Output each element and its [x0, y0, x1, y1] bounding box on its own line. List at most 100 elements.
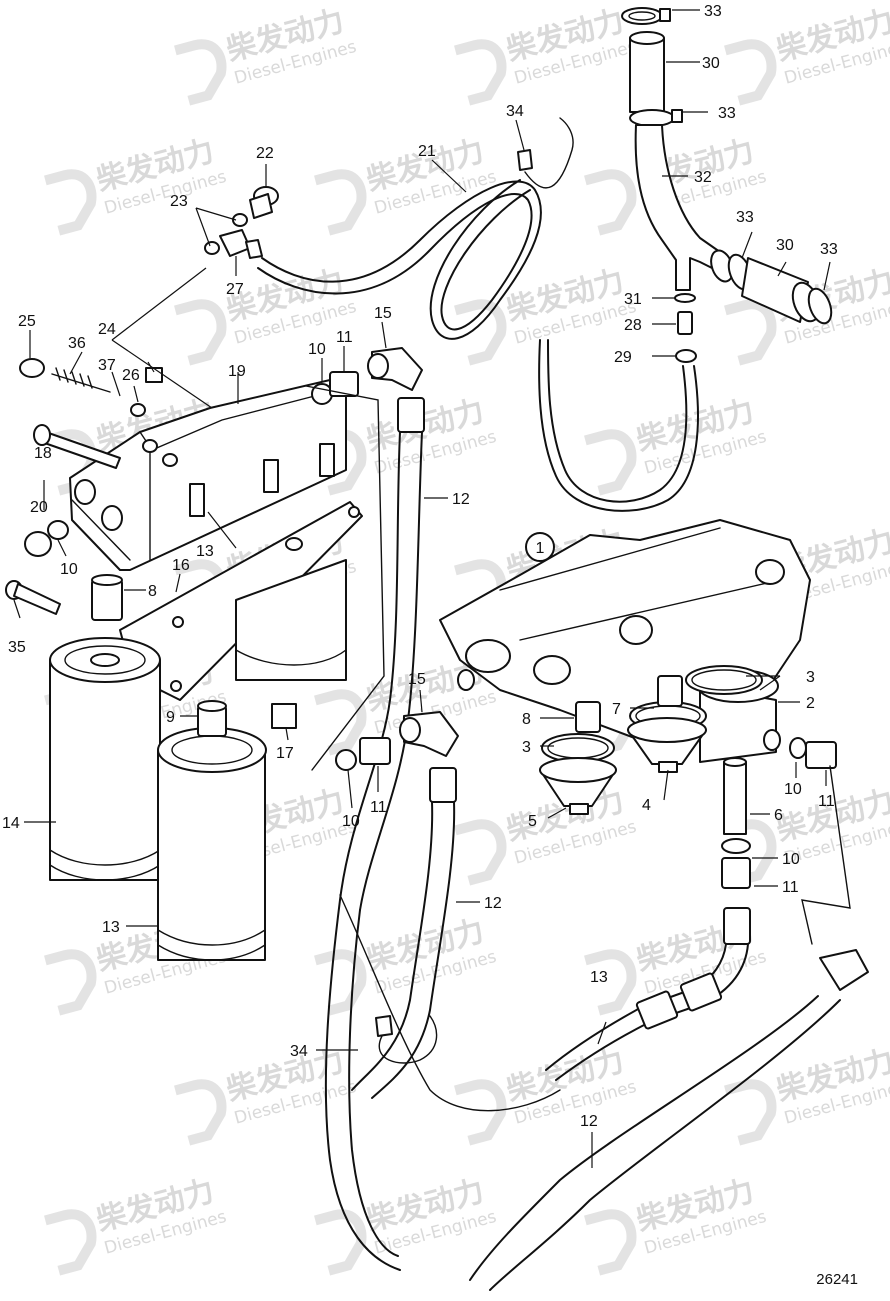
callout-16: 16 — [172, 557, 190, 574]
callout-34: 34 — [290, 1043, 308, 1060]
callout-labels: 1 33 30 33 32 33 30 33 31 28 29 34 21 22… — [2, 3, 838, 1130]
callout-14: 14 — [2, 815, 20, 832]
callout-31: 31 — [624, 291, 642, 308]
filter-14 — [49, 637, 161, 881]
filter-13-front — [157, 700, 267, 961]
callout-13: 13 — [196, 543, 214, 560]
group-marker-circle — [525, 532, 555, 562]
watermark-logo — [314, 689, 367, 756]
callout-8: 8 — [522, 711, 531, 728]
watermark-logo — [584, 949, 637, 1016]
callout-28: 28 — [624, 317, 642, 334]
callout-9: 9 — [166, 709, 175, 726]
callout-33: 33 — [736, 209, 754, 226]
leader-lines — [13, 9, 831, 1168]
callout-33: 33 — [718, 105, 736, 122]
callout-33: 33 — [820, 241, 838, 258]
callout-18: 18 — [34, 445, 52, 462]
watermark-logo — [174, 1079, 227, 1146]
callout-13: 13 — [590, 969, 608, 986]
watermark-logo — [314, 169, 367, 236]
callout-3: 3 — [522, 739, 531, 756]
callout-4: 4 — [642, 797, 651, 814]
callout-33: 33 — [704, 3, 722, 20]
callout-10: 10 — [342, 813, 360, 830]
callout-26: 26 — [122, 367, 140, 384]
callout-36: 36 — [68, 335, 86, 352]
watermark-logo — [314, 1209, 367, 1276]
callout-12: 12 — [580, 1113, 598, 1130]
callout-30: 30 — [776, 237, 794, 254]
watermark-logo — [454, 299, 507, 366]
callout-25: 25 — [18, 313, 36, 330]
callout-12: 12 — [452, 491, 470, 508]
callout-10: 10 — [784, 781, 802, 798]
watermark-logo — [584, 429, 637, 496]
callout-32: 32 — [694, 169, 712, 186]
lower-hoses — [324, 711, 869, 1291]
callout-12: 12 — [484, 895, 502, 912]
oil-module-housing — [439, 519, 837, 889]
callout-35: 35 — [8, 639, 26, 656]
callout-15: 15 — [408, 671, 426, 688]
watermark-logo — [174, 299, 227, 366]
callout-20: 20 — [30, 499, 48, 516]
callout-11: 11 — [818, 793, 835, 810]
callout-3: 3 — [806, 669, 815, 686]
callout-11: 11 — [370, 799, 387, 816]
watermark-logo — [44, 169, 97, 236]
callout-6: 6 — [774, 807, 783, 824]
callout-19: 19 — [228, 363, 246, 380]
callout-11: 11 — [782, 879, 799, 896]
callout-22: 22 — [256, 145, 274, 162]
callout-5: 5 — [528, 813, 537, 830]
callout-29: 29 — [614, 349, 632, 366]
callout-13: 13 — [102, 919, 120, 936]
callout-24: 24 — [98, 321, 116, 338]
callout-34: 34 — [506, 103, 524, 120]
callout-30: 30 — [702, 55, 720, 72]
callout-7: 7 — [612, 701, 621, 718]
callout-37: 37 — [98, 357, 116, 374]
callout-10: 10 — [782, 851, 800, 868]
group-marker-label: 1 — [536, 540, 545, 557]
watermark-logo — [44, 1209, 97, 1276]
watermark-logo — [724, 39, 777, 106]
filter-bracket-19 — [5, 358, 347, 621]
callout-23: 23 — [170, 193, 188, 210]
watermark-logo — [724, 299, 777, 366]
watermark-logo — [454, 819, 507, 886]
callout-8: 8 — [148, 583, 157, 600]
fitting-22-23-27 — [204, 186, 279, 259]
watermark-logo — [454, 39, 507, 106]
callout-27: 27 — [226, 281, 244, 298]
callout-10: 10 — [60, 561, 78, 578]
callout-2: 2 — [806, 695, 815, 712]
watermark-logo — [584, 1209, 637, 1276]
callout-15: 15 — [374, 305, 392, 322]
drawing-number: 26241 — [816, 1271, 858, 1288]
pipe-assembly-top — [538, 7, 833, 512]
watermark-logo — [584, 169, 637, 236]
watermark-logo — [724, 1079, 777, 1146]
watermark-logo — [174, 39, 227, 106]
callout-10: 10 — [308, 341, 326, 358]
watermark-logo — [44, 949, 97, 1016]
callout-21: 21 — [418, 143, 436, 160]
callout-11: 11 — [336, 329, 353, 346]
watermark-logo — [454, 1079, 507, 1146]
